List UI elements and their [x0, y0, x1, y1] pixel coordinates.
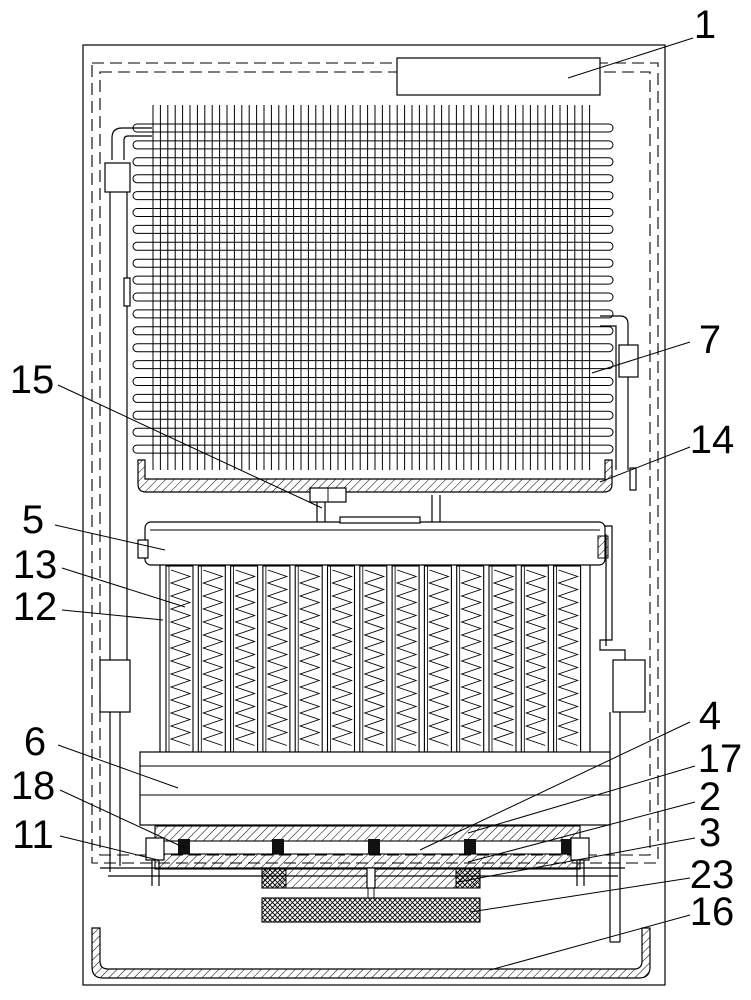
left-pipe-coupling	[104, 162, 131, 193]
right-pipe-middle-outer	[599, 525, 626, 660]
module-center-gap	[366, 867, 376, 889]
zigzag-fin	[557, 569, 579, 746]
heat-exchange-tube	[391, 565, 420, 753]
ref-label-18: 18	[11, 764, 56, 808]
condensate-tray	[137, 459, 613, 493]
leader-line-18	[59, 789, 186, 849]
leader-line-15	[57, 384, 323, 509]
leader-line-12	[61, 609, 164, 621]
leader-line-4	[419, 721, 691, 851]
heat-exchange-tube	[423, 565, 452, 753]
upper-header	[144, 521, 606, 566]
leader-line-1	[567, 37, 694, 79]
ref-label-5: 5	[22, 498, 44, 542]
heat-exchange-tube	[520, 565, 549, 753]
right-pipe-upper-outer	[600, 315, 629, 470]
ref-label-7: 7	[699, 318, 721, 362]
seal-block	[561, 839, 573, 854]
heat-exchange-tube	[197, 565, 226, 753]
ref-label-11: 11	[12, 813, 54, 857]
left-fastener	[145, 837, 165, 861]
upper-header-right-cap	[597, 535, 609, 559]
seal-block	[178, 839, 190, 854]
seal-block	[464, 839, 476, 854]
lower-plate	[154, 853, 581, 870]
ref-label-16: 16	[690, 890, 735, 934]
zigzag-fin	[492, 569, 515, 746]
control-box	[396, 57, 601, 96]
zigzag-fin	[266, 569, 289, 746]
seal-block	[272, 839, 284, 854]
module-left-end	[261, 867, 287, 889]
zigzag-fin	[169, 569, 192, 746]
left-pipe-top-bend-inner	[123, 135, 152, 160]
zigzag-fin	[234, 569, 256, 746]
ref-label-4: 4	[699, 694, 721, 738]
ref-label-23: 23	[690, 853, 735, 897]
cabinet-outline	[82, 44, 666, 986]
module-right-end	[455, 867, 481, 889]
ref-label-17: 17	[698, 737, 743, 781]
leader-line-7	[591, 341, 691, 374]
leader-line-5	[54, 524, 166, 551]
leader-line-6	[57, 744, 179, 789]
heat-exchange-tube	[326, 565, 356, 753]
leader-line-17	[467, 765, 696, 834]
ref-label-2: 2	[699, 775, 721, 819]
right-pipe-box	[612, 659, 646, 713]
seal-block	[368, 839, 380, 854]
heat-exchange-tube	[165, 565, 194, 753]
zigzag-fin	[331, 569, 353, 746]
heat-exchange-tube	[553, 565, 582, 753]
upper-header-seat	[339, 516, 421, 524]
ref-label-12: 12	[13, 585, 58, 629]
zigzag-fin	[363, 569, 386, 746]
zigzag-fin	[201, 569, 224, 746]
left-pipe-top-bend	[111, 127, 152, 160]
zigzag-fin	[460, 569, 483, 746]
tube-bank	[159, 565, 591, 753]
lower-header	[139, 751, 611, 826]
leader-line-2	[467, 801, 696, 863]
left-pipe-box	[99, 659, 131, 713]
ref-label-1: 1	[694, 3, 716, 47]
leader-line-14	[599, 446, 691, 483]
heat-exchange-tube	[456, 565, 485, 753]
leader-line-3	[457, 837, 696, 883]
zigzag-fin	[524, 569, 547, 746]
ref-label-6: 6	[24, 720, 46, 764]
drip-tray	[91, 927, 651, 979]
zigzag-fin	[395, 569, 418, 746]
right-fastener	[570, 837, 590, 861]
left-pipe-clip	[123, 277, 131, 307]
leader-line-23	[469, 877, 691, 913]
heat-exchange-tube	[488, 565, 517, 753]
condenser	[132, 105, 614, 470]
leader-line-16	[489, 914, 691, 971]
ref-label-3: 3	[699, 811, 721, 855]
leader-line-11	[59, 835, 159, 861]
upper-header-left-bracket	[137, 539, 149, 559]
zigzag-fin	[298, 569, 321, 746]
upper-plate	[154, 825, 581, 842]
heat-exchange-tube	[294, 565, 323, 753]
heat-exchange-tube	[230, 565, 259, 753]
ref-label-14: 14	[690, 418, 735, 462]
ref-label-15: 15	[10, 358, 55, 402]
zigzag-fin	[428, 569, 450, 746]
right-pipe-upper-inner	[600, 325, 617, 470]
right-pipe-clip	[629, 467, 637, 491]
heat-exchange-tube	[262, 565, 291, 753]
heat-exchange-tube	[359, 565, 388, 753]
heat-sink-block	[261, 897, 481, 923]
ref-label-13: 13	[13, 543, 58, 587]
leader-line-13	[61, 567, 186, 608]
